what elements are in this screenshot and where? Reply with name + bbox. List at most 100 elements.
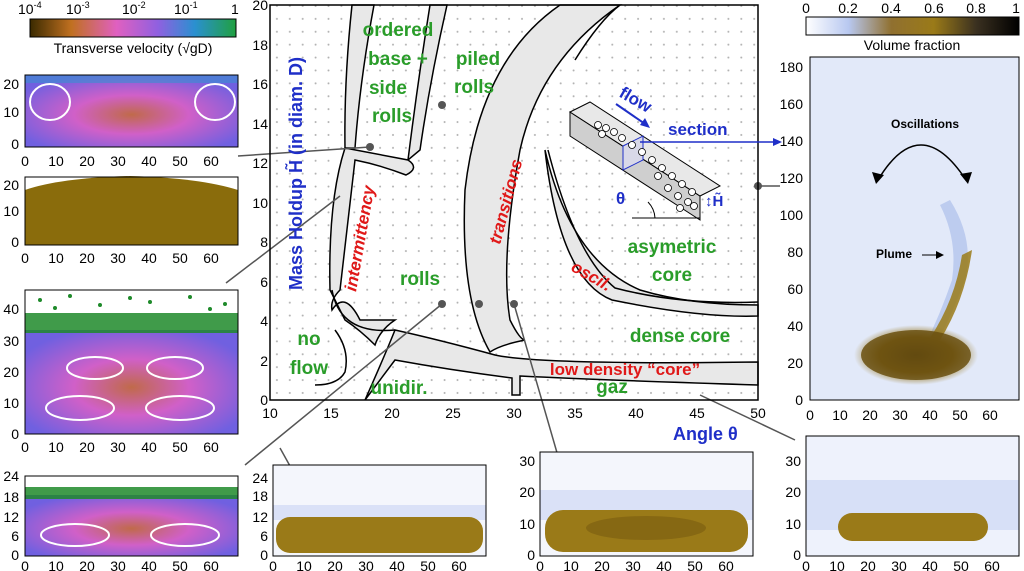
svg-text:10: 10 bbox=[832, 407, 848, 423]
band-intermittency bbox=[329, 147, 415, 347]
svg-text:0: 0 bbox=[795, 392, 803, 408]
svg-text:60: 60 bbox=[203, 153, 219, 169]
svg-text:140: 140 bbox=[780, 133, 804, 149]
main-x-ticks: 10 15 20 25 30 35 40 45 50 bbox=[262, 405, 766, 421]
svg-text:30: 30 bbox=[110, 558, 126, 571]
svg-text:50: 50 bbox=[172, 439, 188, 455]
velocity-colorbar-gradient bbox=[29, 18, 237, 38]
b3-ytick: 10 bbox=[785, 516, 801, 532]
band-low-density bbox=[364, 329, 759, 401]
svg-text:40: 40 bbox=[141, 558, 157, 571]
label-asymetric: core bbox=[652, 265, 692, 286]
dense-core bbox=[838, 513, 988, 541]
vortex-loop bbox=[150, 523, 220, 547]
panel-left-2: 20 10 0 0 10 20 30 40 50 60 bbox=[3, 176, 239, 266]
vortex-loop bbox=[40, 523, 110, 547]
b2-ytick: 20 bbox=[519, 484, 535, 500]
panel-left-1: 20 10 0 0 10 20 30 40 50 60 bbox=[3, 74, 239, 169]
label-dense-core: dense core bbox=[630, 326, 730, 347]
inset-holdup-label: ↕H̃ bbox=[705, 192, 723, 210]
svg-text:100: 100 bbox=[780, 207, 804, 223]
left-colorbar: 10-4 10-3 10-2 10-1 1 Transverse velocit… bbox=[18, 0, 239, 56]
svg-text:14: 14 bbox=[252, 116, 268, 132]
svg-text:30: 30 bbox=[625, 558, 641, 571]
svg-text:60: 60 bbox=[203, 558, 219, 571]
svg-text:10: 10 bbox=[48, 250, 64, 266]
lcb-tick-0: 10-4 bbox=[18, 0, 42, 17]
lcb-title: Transverse velocity (√gD) bbox=[54, 40, 213, 56]
p2-ytick: 20 bbox=[3, 177, 19, 193]
right-y-ticks: 0 20 40 60 80 100 120 140 160 180 bbox=[780, 59, 804, 408]
p4-ytick: 12 bbox=[3, 509, 19, 525]
svg-text:60: 60 bbox=[451, 558, 467, 571]
svg-text:50: 50 bbox=[750, 405, 766, 421]
svg-text:20: 20 bbox=[327, 558, 343, 571]
svg-text:40: 40 bbox=[656, 558, 672, 571]
svg-text:60: 60 bbox=[718, 558, 734, 571]
lcb-tick-1: 10-3 bbox=[66, 0, 90, 17]
rcb-tick: 0.4 bbox=[881, 0, 901, 16]
svg-text:40: 40 bbox=[628, 405, 644, 421]
vortex-loop bbox=[45, 395, 115, 421]
p3-ytick: 20 bbox=[3, 364, 19, 380]
svg-text:50: 50 bbox=[952, 407, 968, 423]
svg-text:0: 0 bbox=[21, 250, 29, 266]
plume-label: Plume bbox=[876, 247, 912, 261]
svg-text:0: 0 bbox=[802, 558, 810, 571]
svg-text:20: 20 bbox=[594, 558, 610, 571]
svg-text:40: 40 bbox=[922, 407, 938, 423]
svg-text:40: 40 bbox=[787, 318, 803, 334]
svg-text:8: 8 bbox=[260, 234, 268, 250]
svg-text:160: 160 bbox=[780, 96, 804, 112]
svg-text:18: 18 bbox=[252, 37, 268, 53]
svg-text:20: 20 bbox=[787, 355, 803, 371]
panel-left-4: 24 18 12 6 0 0 10 20 30 40 50 60 bbox=[3, 468, 239, 571]
p3-ytick: 30 bbox=[3, 333, 19, 349]
rcb-tick: 0 bbox=[802, 0, 810, 16]
svg-text:30: 30 bbox=[110, 153, 126, 169]
svg-text:60: 60 bbox=[203, 439, 219, 455]
b3-ytick: 20 bbox=[785, 484, 801, 500]
svg-text:25: 25 bbox=[445, 405, 461, 421]
p2-xticks: 0 10 20 30 40 50 60 bbox=[21, 250, 219, 266]
b2-ytick: 0 bbox=[527, 547, 535, 563]
label-piled: piled bbox=[456, 49, 500, 70]
b2-xticks: 0 10 20 30 40 50 60 bbox=[536, 558, 734, 571]
rcb-tick: 0.6 bbox=[924, 0, 944, 16]
vortex-loop bbox=[66, 356, 124, 380]
svg-text:20: 20 bbox=[862, 407, 878, 423]
svg-text:50: 50 bbox=[172, 250, 188, 266]
svg-text:40: 40 bbox=[141, 153, 157, 169]
svg-text:10: 10 bbox=[262, 405, 278, 421]
label-no-flow: no bbox=[297, 329, 320, 350]
phase-diagram: 10 15 20 25 30 35 40 45 50 0 2 4 6 8 10 … bbox=[225, 0, 796, 471]
svg-text:0: 0 bbox=[269, 558, 277, 571]
panel-right-oscillating: Oscillations Plume 0 20 40 60 80 100 120… bbox=[780, 56, 1020, 423]
b3-xticks: 0 10 20 30 40 50 60 bbox=[802, 558, 1000, 571]
svg-text:120: 120 bbox=[780, 170, 804, 186]
svg-text:45: 45 bbox=[689, 405, 705, 421]
svg-text:4: 4 bbox=[260, 313, 268, 329]
p4-ytick: 0 bbox=[11, 547, 19, 563]
p1-xticks: 0 10 20 30 40 50 60 bbox=[21, 153, 219, 169]
svg-text:20: 20 bbox=[860, 558, 876, 571]
svg-text:10: 10 bbox=[829, 558, 845, 571]
oscillation-arrow bbox=[877, 144, 967, 181]
label-ordered: rolls bbox=[372, 106, 412, 127]
grain-pile bbox=[594, 121, 698, 212]
svg-text:2: 2 bbox=[260, 353, 268, 369]
svg-text:20: 20 bbox=[79, 558, 95, 571]
p3-ytick: 0 bbox=[11, 426, 19, 442]
label-ordered: base + bbox=[368, 49, 428, 70]
panel-bottom-1: 24 18 12 6 0 0 10 20 30 40 50 60 bbox=[252, 464, 487, 571]
panel-bottom-3: 30 20 10 0 0 10 20 30 40 50 60 bbox=[785, 435, 1020, 571]
inset-theta-label: θ bbox=[616, 189, 625, 208]
section-plane bbox=[622, 135, 644, 171]
svg-text:10: 10 bbox=[48, 439, 64, 455]
svg-text:80: 80 bbox=[787, 244, 803, 260]
svg-text:60: 60 bbox=[203, 250, 219, 266]
b1-ytick: 6 bbox=[260, 528, 268, 544]
b3-ytick: 30 bbox=[785, 453, 801, 469]
rcb-tick: 0.8 bbox=[966, 0, 986, 16]
